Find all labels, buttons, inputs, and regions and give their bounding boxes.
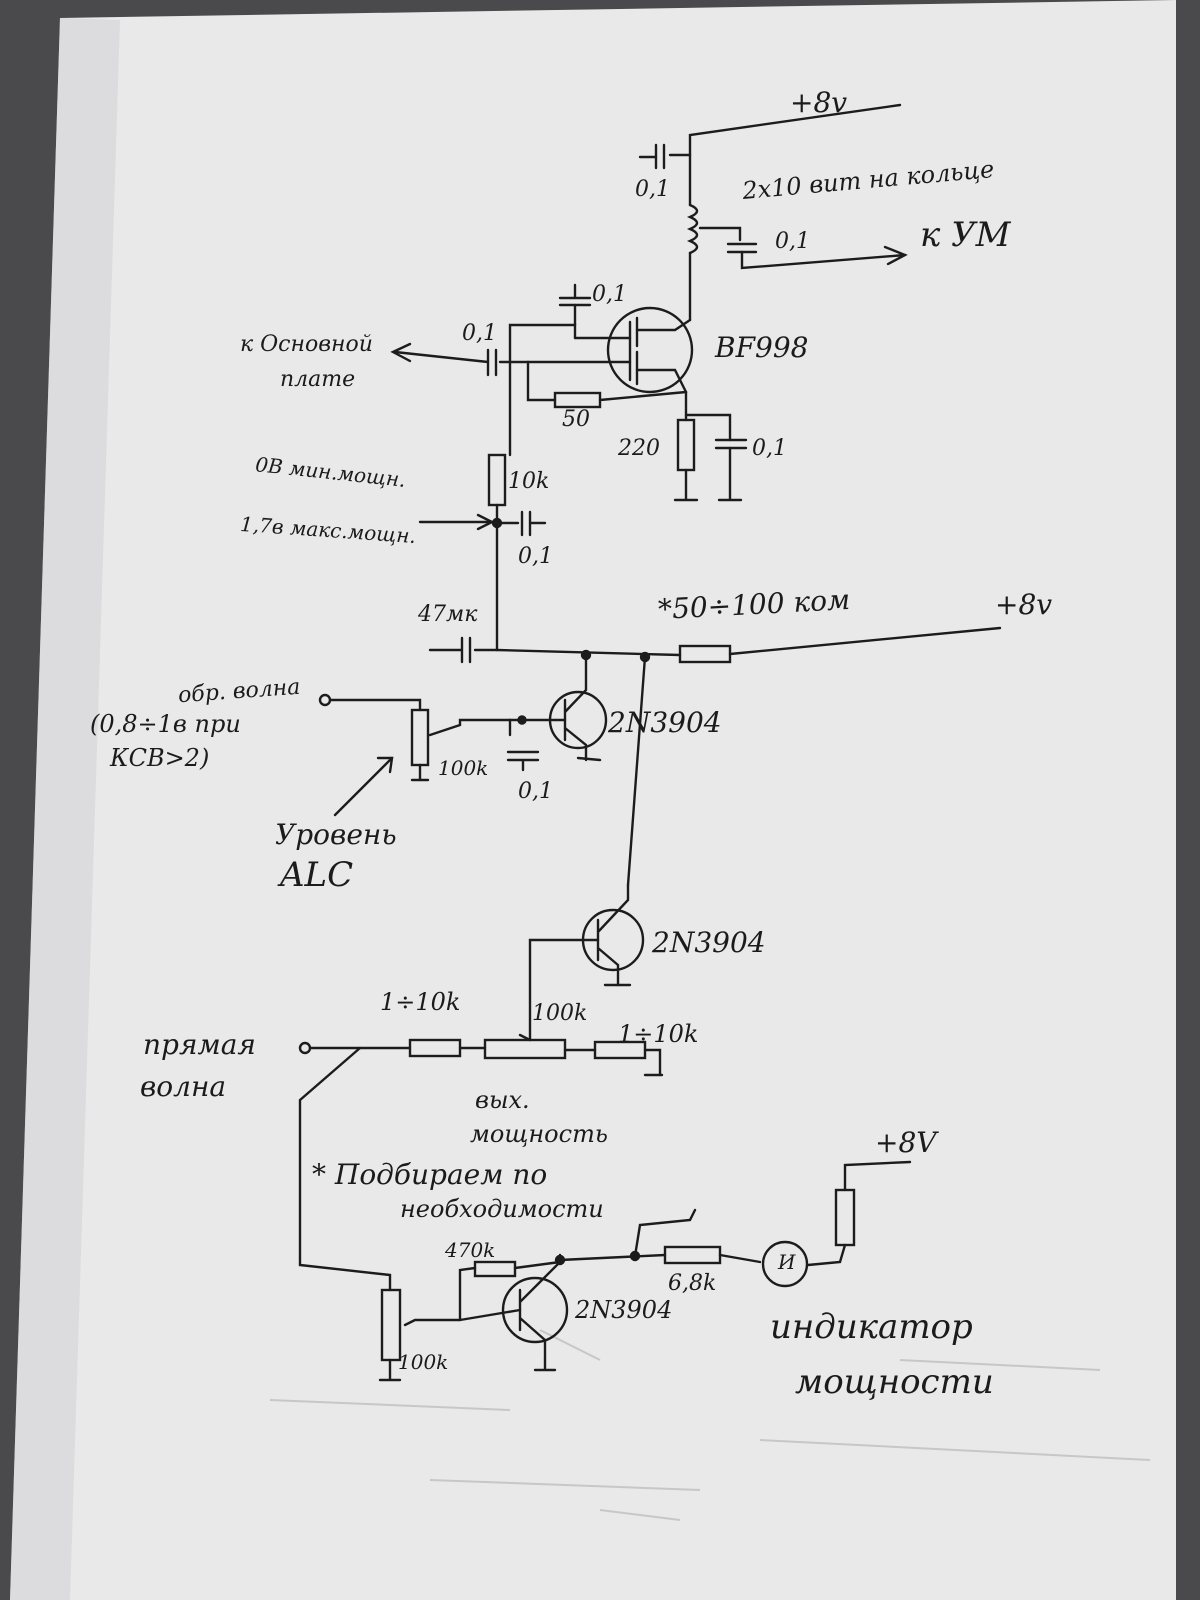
label-cap-src: 0,1 (752, 436, 787, 461)
label-meter-2: мощности (795, 1362, 994, 1402)
label-to-main-board-1: к Основной (240, 332, 373, 357)
label-pot-100k-alc: 100k (438, 756, 489, 780)
arrow-control-voltage-icon (476, 513, 495, 531)
label-q2: 2N3904 (652, 926, 766, 959)
label-reflected-note-1: (0,8÷1в при (90, 710, 241, 738)
label-r-1-10k-b: 1÷10k (618, 1020, 699, 1048)
label-alc-level-1: Уровень (275, 818, 397, 851)
label-supply-mid: +8v (995, 588, 1053, 621)
label-pot-100k-out: 100k (532, 1001, 588, 1026)
mosfet-bf998-symbol (606, 306, 694, 394)
label-out-power-2: мощность (470, 1120, 608, 1148)
arrow-to-pa-icon (883, 245, 908, 266)
arrow-alc-level (333, 756, 394, 817)
wire-forward-down (298, 1046, 392, 1292)
label-forward-wave-1: прямая (143, 1028, 256, 1061)
label-meter: И (778, 1250, 796, 1274)
label-to-main-board-2: плате (280, 367, 356, 392)
label-out-power-1: вых. (475, 1086, 530, 1114)
label-r50: 50 (562, 407, 590, 432)
reflected-wave-terminal (318, 693, 332, 707)
wire-supply-top (688, 103, 902, 157)
wire-to-main-board (393, 350, 490, 364)
label-cap-gate2: 0,1 (592, 282, 627, 307)
label-cap-out: 0,1 (775, 229, 810, 254)
label-cap-in: 0,1 (462, 321, 497, 346)
label-q3: 2N3904 (575, 1296, 673, 1324)
cap-alc (506, 750, 540, 772)
label-supply-bottom: +8V (875, 1126, 937, 1159)
label-r10k: 10k (508, 469, 550, 494)
circuit-wires (298, 103, 1002, 1382)
label-fet: BF998 (715, 331, 809, 364)
paper-sheet (10, 0, 1176, 1600)
inductor-coil (686, 203, 699, 255)
label-forward-wave-2: волна (140, 1070, 227, 1103)
label-cap-mid: 0,1 (518, 544, 553, 569)
label-r220: 220 (618, 436, 660, 461)
power-meter-symbol (761, 1240, 809, 1288)
label-to-pa: к УМ (920, 215, 1011, 255)
paper-shadow (10, 18, 120, 1600)
label-r-1-10k-a: 1÷10k (380, 988, 461, 1016)
label-r470k: 470k (445, 1238, 496, 1262)
label-reflected-note-2: КСВ>2) (110, 744, 210, 772)
bleed-through-marks (269, 1329, 1151, 1521)
arrow-to-main-board-icon (390, 342, 412, 363)
transistor-q3-symbol (501, 1276, 569, 1344)
label-select-note-2: необходимости (400, 1195, 604, 1223)
label-pot-100k-bottom: 100k (398, 1350, 449, 1374)
label-alc-level-2: ALC (280, 855, 354, 895)
wire-supply-mid (728, 626, 1002, 656)
wire-to-pa (740, 250, 907, 270)
label-q1: 2N3904 (608, 706, 722, 739)
label-select-note-1: * Подбираем по (312, 1158, 548, 1191)
label-cap-top: 0,1 (635, 177, 670, 202)
cap-mid (495, 510, 547, 537)
cap-47u (428, 636, 499, 664)
label-cap-alc: 0,1 (518, 779, 553, 804)
cap-gate2 (558, 283, 592, 307)
label-meter-1: индикатор (770, 1307, 973, 1347)
label-cap-47: 47мк (418, 602, 478, 627)
label-pot-68k: 6,8k (668, 1271, 717, 1296)
wire-gate2 (508, 323, 577, 457)
label-supply-top: +8v (790, 86, 848, 119)
